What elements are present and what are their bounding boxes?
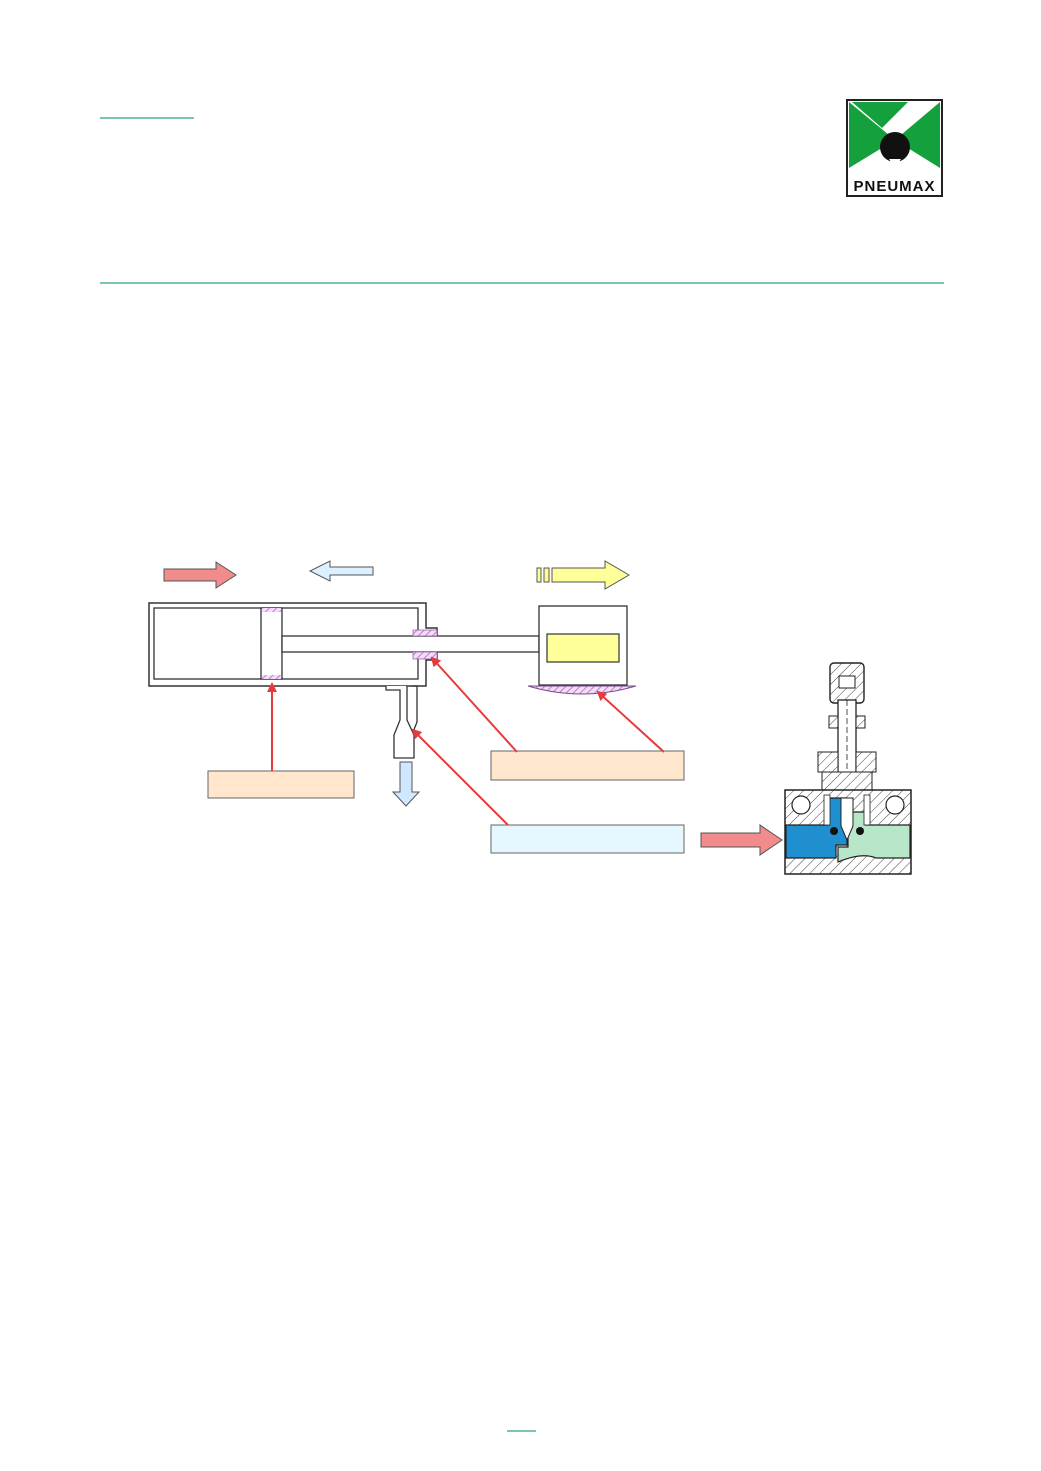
- valve-nut-left: [817, 751, 839, 773]
- motion-arrow-icon: [536, 560, 630, 590]
- carriage-pad: [527, 685, 637, 695]
- inlet-arrow-icon: [700, 824, 783, 856]
- logo-text: PNEUMAX: [853, 178, 935, 195]
- valve-lock-nut-right: [855, 715, 866, 729]
- rod-seal-bottom: [412, 651, 438, 660]
- valve-lock-nut-left: [828, 715, 839, 729]
- forward-arrow-icon: [163, 561, 237, 589]
- piston-rod: [281, 635, 540, 653]
- exhaust-port: [385, 686, 415, 759]
- flow-valve-section: [784, 662, 912, 875]
- piston-seal-box: [207, 770, 355, 799]
- pneumax-logo: PNEUMAX: [846, 99, 943, 197]
- pointer-rod-seal: [430, 656, 518, 753]
- exhaust-restrictor-box: [490, 824, 685, 854]
- pointer-carriage-pad: [596, 690, 665, 753]
- return-arrow-icon: [308, 560, 374, 582]
- piston-seal-top: [262, 608, 281, 612]
- rod-seal-top: [412, 629, 438, 637]
- valve-o-ring-left: [830, 827, 838, 835]
- valve-nut-right: [855, 751, 877, 773]
- carriage-plate: [546, 633, 620, 663]
- valve-bolt-hole-left: [791, 795, 811, 815]
- valve-o-ring-right: [856, 827, 864, 835]
- piston: [260, 607, 283, 680]
- valve-bolt-hole-right: [885, 795, 905, 815]
- piston-seal-bottom: [262, 675, 281, 679]
- exhaust-arrow-icon: [391, 761, 421, 807]
- header: PNEUMAX: [100, 99, 944, 284]
- valve-bonnet: [821, 771, 873, 791]
- pointer-exhaust-restrictor: [411, 728, 509, 826]
- rod-seal-and-pad-box: [490, 750, 685, 781]
- valve-needle: [840, 797, 854, 842]
- exhaust-port-outer: [412, 685, 418, 733]
- cylinder-diagram: [148, 560, 783, 856]
